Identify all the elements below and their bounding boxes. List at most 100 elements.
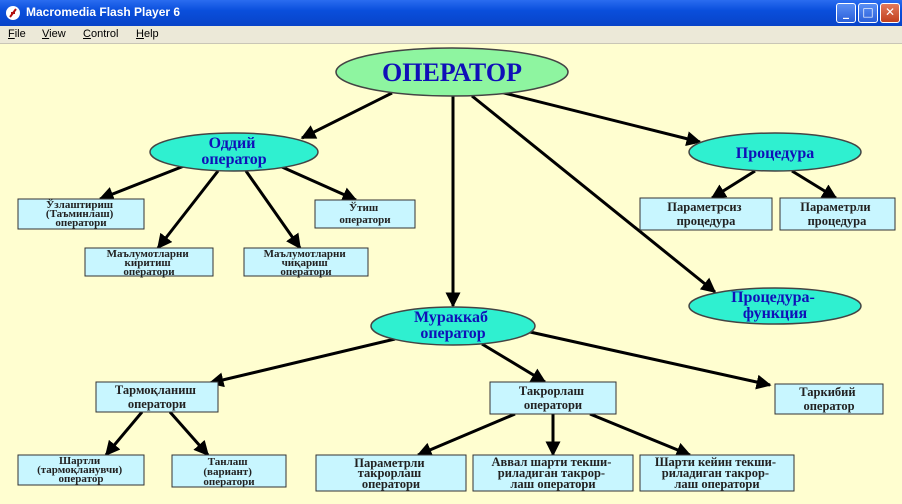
arrow-murakkab-to-takrorlash (481, 342, 547, 384)
box-shartli-line-1: Шартли (59, 455, 101, 467)
window-titlebar[interactable]: Macromedia Flash Player 6 _ □ ✕ (0, 0, 902, 26)
box-tanlash-line-2: (вариант) (203, 466, 252, 478)
menu-view[interactable]: View (42, 28, 66, 40)
box-mc-line-3: оператори (280, 266, 332, 278)
box-uzlashtirish-line-3: оператори (55, 217, 107, 229)
box-shartli-line-3: оператор (59, 473, 104, 485)
node-oddiy-line-2: оператор (201, 151, 266, 168)
node-oddiy-line-1: Оддий (209, 135, 256, 152)
node-oddiy-label: Оддий оператор (201, 135, 266, 168)
box-parametrli-protsedura-label: Параметрли процедура (800, 200, 874, 228)
box-sk-line-2: риладиган такрор- (662, 466, 769, 480)
flash-player-icon (6, 6, 20, 20)
box-mc-line-1: Маълумотларни (264, 248, 347, 260)
maximize-button[interactable]: □ (858, 3, 878, 23)
box-parametrli-takrorlash (315, 454, 467, 492)
node-protsedura (688, 132, 862, 172)
box-uzlashtirish-label: Ўзлаштириш (Таъминлаш) оператори (46, 199, 116, 229)
box-malumot-chiqarish (243, 247, 369, 277)
node-pf-line-1: Процедура- (731, 289, 815, 306)
node-murakkab-label: Мураккаб оператор (414, 309, 492, 342)
arrow-tarmoklanish-to-shartli (104, 411, 144, 457)
arrow-murakkab-to-tarkibiy (529, 330, 772, 390)
node-protsedura-label: Процедура (736, 145, 814, 162)
box-tarmoklanish-line-2: оператори (128, 397, 186, 411)
arrow-operator-to-protsedura (499, 90, 702, 147)
node-murakkab-operator (370, 306, 536, 346)
arrow-tarmoklanish-to-tanlash (168, 411, 210, 457)
box-mk-line-2: киритиш (125, 257, 171, 269)
menu-bar: File View Control Help (0, 26, 902, 44)
box-pt-line-2: такрорлаш (358, 466, 422, 480)
box-sk-line-1: Шарти кейин текши- (655, 455, 776, 469)
node-protsedura-funktsiya-label: Процедура- функция (731, 289, 819, 322)
arrow-oddiy-to-utish (281, 165, 358, 202)
box-parametrsiz-label: Параметрсиз процедура (667, 200, 744, 228)
box-uzlashtirish (17, 198, 145, 230)
arrow-takrorlash-to-parametrli-takrorlash (416, 412, 516, 457)
node-oddiy-operator (149, 132, 319, 172)
box-mc-line-2: чиқариш (282, 257, 328, 269)
box-takrorlash (489, 381, 617, 415)
box-takrorlash-line-1: Такрорлаш (519, 384, 585, 398)
box-shart-keyin (639, 454, 795, 492)
node-murakkab-line-2: оператор (420, 325, 485, 342)
box-utish-line-2: оператори (339, 214, 391, 226)
box-parametrsiz-line-2: процедура (677, 214, 737, 228)
diagram-arrows (98, 90, 838, 457)
box-takrorlash-label: Такрорлаш оператори (519, 384, 587, 412)
menu-file[interactable]: File (8, 28, 26, 40)
box-tarkibiy (774, 383, 884, 415)
box-utish-line-1: Ўтиш (349, 202, 378, 214)
box-tarkibiy-line-1: Таркибий (799, 385, 855, 399)
box-as-line-1: Аввал шарти текши- (491, 455, 611, 469)
box-as-line-2: риладиган такрор- (498, 466, 605, 480)
close-button[interactable]: ✕ (880, 3, 900, 23)
box-parametrli-takrorlash-label: Параметрли такрорлаш оператори (354, 456, 428, 491)
node-pf-line-2: функция (743, 305, 808, 322)
box-as-line-3: лаш оператори (510, 477, 595, 491)
box-takrorlash-line-2: оператори (524, 398, 582, 412)
box-pt-line-3: оператори (362, 477, 420, 491)
box-parametrli-protsedura (779, 197, 896, 231)
box-tanlash-label: Танлаш (вариант) оператори (203, 456, 255, 488)
arrow-operator-to-oddiy (300, 91, 393, 140)
box-tarkibiy-line-2: оператор (803, 399, 854, 413)
arrow-operator-to-protsedura-funktsiya (471, 94, 717, 294)
box-avval-shart (472, 454, 634, 492)
box-malumot-chiqarish-label: Маълумотларни чиқариш оператори (264, 248, 349, 278)
box-utish (314, 199, 416, 229)
node-protsedura-funktsiya (688, 287, 862, 325)
node-operator-label: ОПЕРАТОР (382, 58, 522, 87)
node-murakkab-line-1: Мураккаб (414, 309, 488, 326)
box-uzlashtirish-line-2: (Таъминлаш) (46, 208, 114, 220)
box-shartli (17, 454, 145, 486)
box-utish-label: Ўтиш оператори (339, 202, 391, 226)
arrow-murakkab-to-tarmoklanish (208, 337, 396, 388)
box-tarmoklanish-label: Тармоқланиш оператори (115, 383, 199, 411)
maximize-icon: □ (862, 5, 874, 19)
minimize-button[interactable]: _ (836, 3, 856, 23)
menu-help[interactable]: Help (136, 28, 159, 40)
box-tanlash-line-1: Танлаш (208, 456, 248, 468)
box-mk-line-1: Маълумотларни (107, 248, 190, 260)
box-tanlash-line-3: оператори (203, 476, 255, 488)
arrow-oddiy-to-malumot-chiqarish (244, 170, 302, 250)
menu-control[interactable]: Control (83, 28, 119, 40)
node-operator (335, 47, 569, 97)
arrow-oddiy-to-malumot-kiritish (156, 170, 220, 250)
box-pp-line-2: процедура (808, 214, 868, 228)
box-shartli-line-2: (тармоқланувчи) (37, 464, 122, 476)
box-tarmoklanish (95, 381, 219, 413)
box-sk-line-3: лаш оператори (674, 477, 759, 491)
box-uzlashtirish-line-1: Ўзлаштириш (46, 199, 113, 211)
box-tarmoklanish-line-1: Тармоқланиш (115, 383, 197, 397)
box-parametrsiz-line-1: Параметрсиз (667, 200, 741, 214)
box-malumot-kiritish-label: Маълумотларни киритиш оператори (107, 248, 192, 278)
minimize-icon: _ (843, 5, 849, 19)
arrow-protsedura-to-parametrli (791, 169, 838, 200)
box-mk-line-3: оператори (123, 266, 175, 278)
box-shart-keyin-label: Шарти кейин текши- риладиган такрор- лаш… (655, 455, 779, 491)
box-pt-line-1: Параметрли (354, 456, 424, 470)
